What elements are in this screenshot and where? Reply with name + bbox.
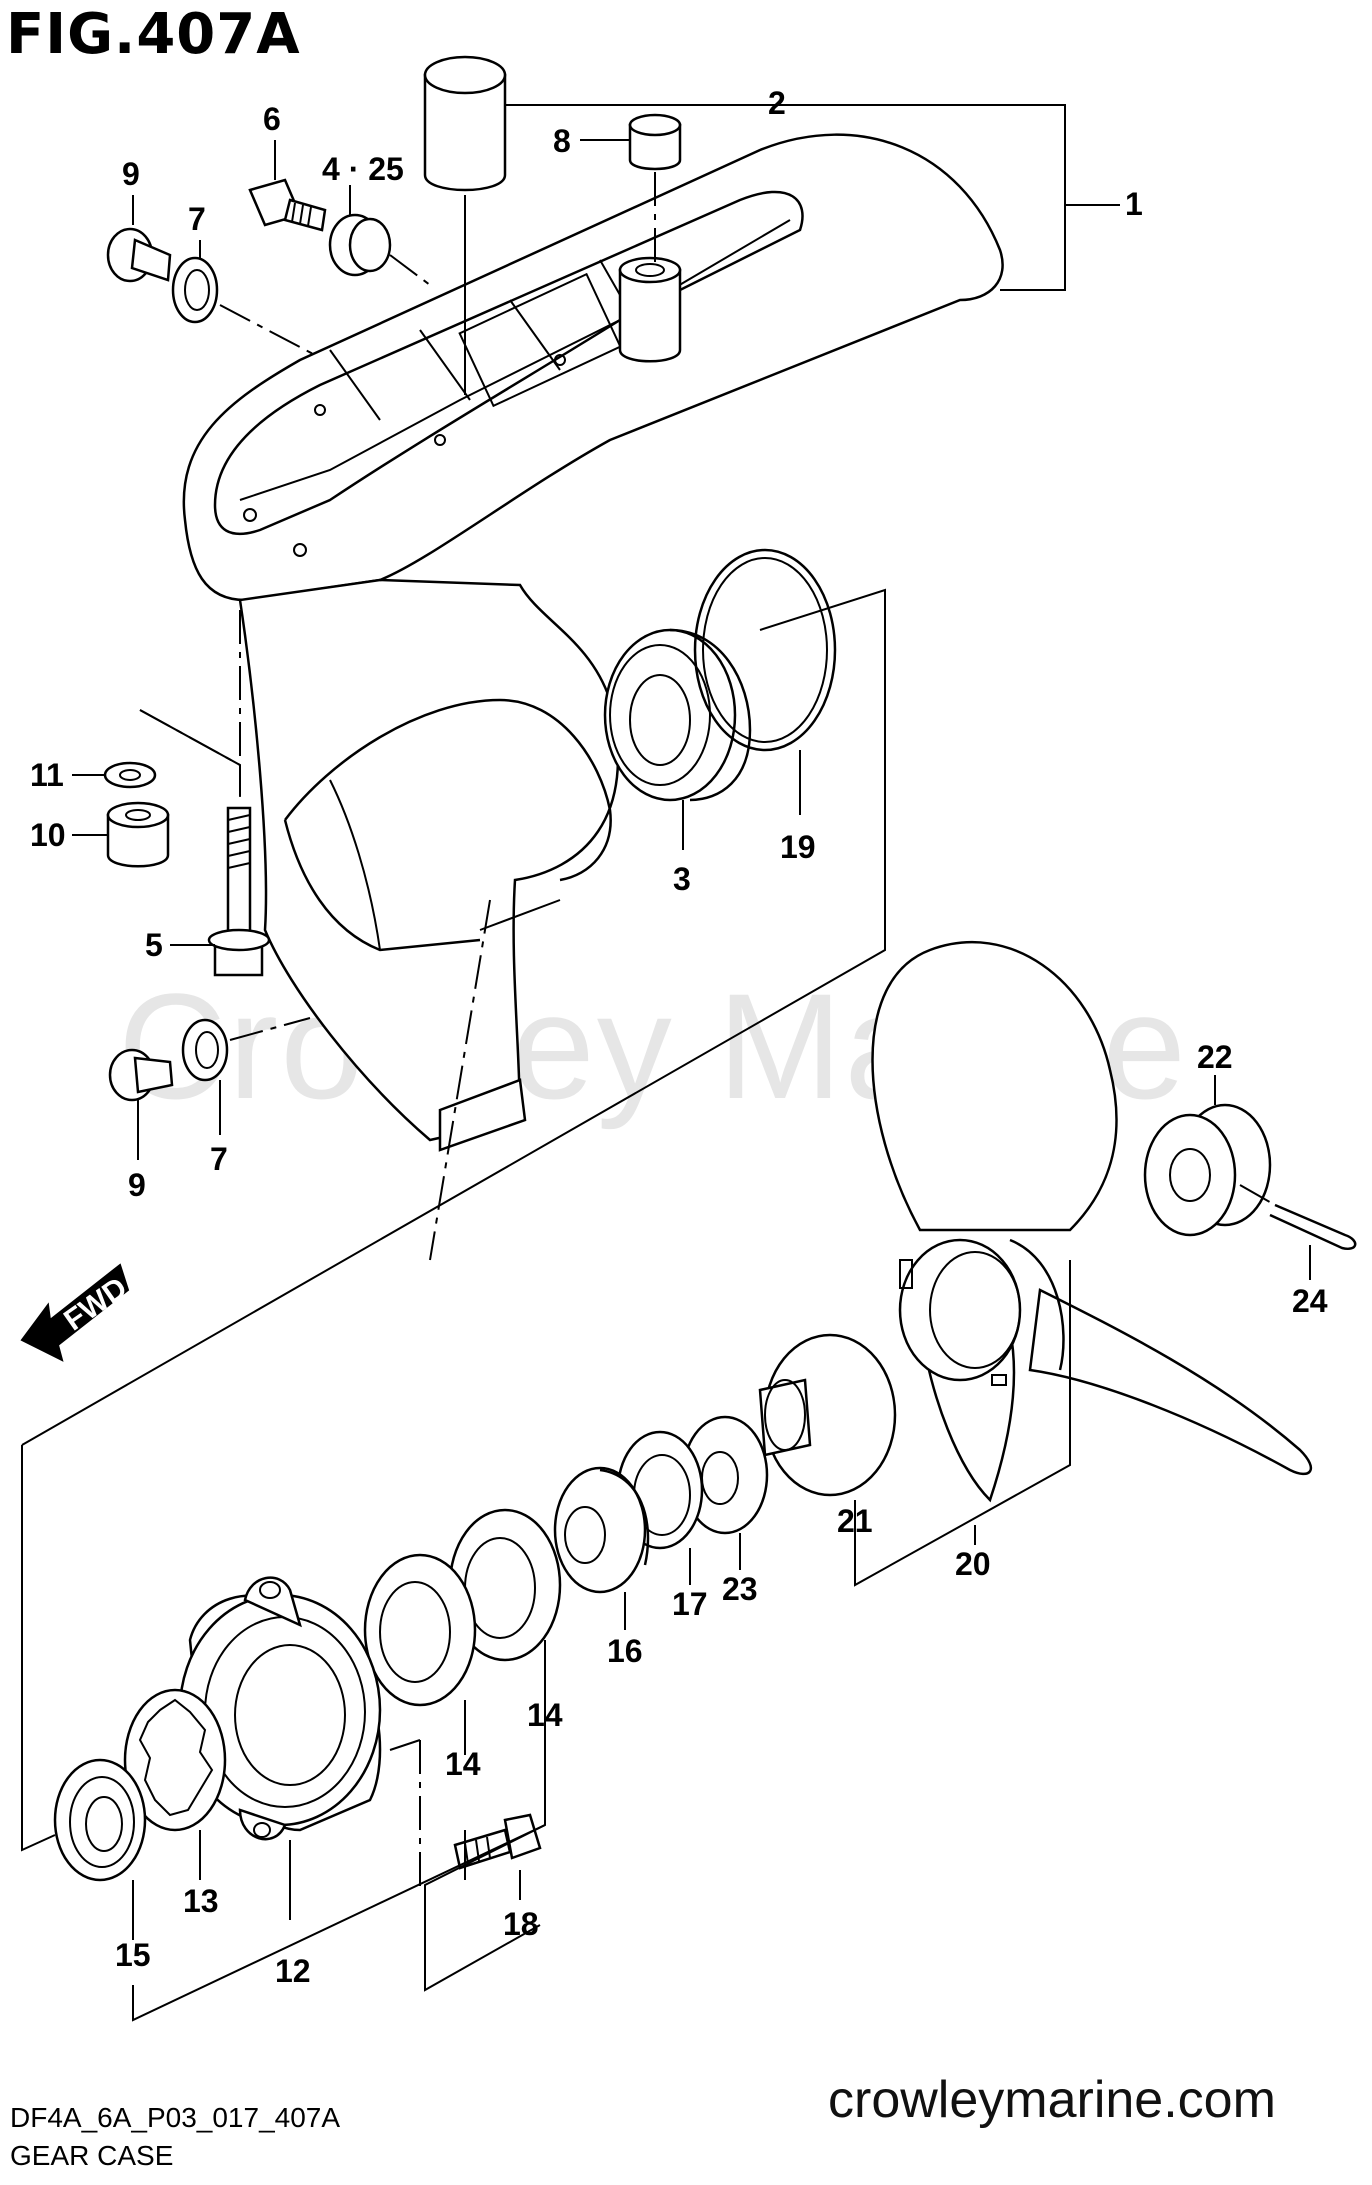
website-link[interactable]: crowleymarine.com — [828, 2071, 1276, 2129]
callout-14-right: 14 — [527, 1697, 563, 1733]
callout-18: 18 — [503, 1906, 539, 1942]
callout-4-25: 4 · 25 — [322, 151, 404, 187]
part-9-plug-upper — [106, 227, 172, 283]
figure-code: DF4A_6A_P03_017_407A — [10, 2102, 341, 2133]
callout-9-upper: 9 — [122, 156, 140, 192]
part-2-sleeve — [423, 55, 507, 395]
part-18-bolt — [453, 1813, 542, 1870]
figure-title: FIG.407A — [6, 2, 301, 67]
figure-caption: GEAR CASE — [10, 2140, 174, 2171]
part-13-lock-plate — [123, 1688, 227, 1832]
part-14-oil-seal-left — [363, 1553, 477, 1707]
callout-13: 13 — [183, 1883, 219, 1919]
callout-10: 10 — [30, 817, 66, 853]
part-10-nut — [106, 801, 170, 868]
part-16-thrust-ring — [553, 1466, 650, 1594]
callout-8: 8 — [553, 123, 571, 159]
part-7-washer-upper — [171, 256, 316, 356]
fwd-direction-arrow: FWD — [20, 1263, 133, 1362]
callout-19: 19 — [780, 829, 816, 865]
callout-1: 1 — [1125, 186, 1143, 222]
callout-24: 24 — [1292, 1283, 1328, 1319]
callout-21: 21 — [837, 1503, 873, 1539]
callout-16: 16 — [607, 1633, 643, 1669]
part-20-propeller — [871, 940, 1312, 1503]
callout-labels: 1 2 8 6 4 · 25 9 7 11 10 5 3 19 9 7 22 2… — [30, 85, 1328, 1989]
part-8-bush — [628, 113, 682, 265]
callout-9-lower: 9 — [128, 1167, 146, 1203]
callout-15: 15 — [115, 1937, 151, 1973]
part-5-stud-bolt — [139, 610, 271, 977]
part-19-o-ring — [693, 548, 837, 752]
leader-lines — [21, 104, 1311, 2022]
part-4-25-grommet — [328, 213, 431, 286]
callout-7-upper: 7 — [188, 201, 206, 237]
callout-11: 11 — [30, 757, 64, 793]
part-21-spacer — [758, 1333, 897, 1497]
callout-7-lower: 7 — [210, 1141, 228, 1177]
part-15-bearing — [53, 1758, 147, 1882]
callout-12: 12 — [275, 1953, 311, 1989]
callout-17: 17 — [672, 1586, 708, 1622]
part-7-washer-lower — [181, 1017, 311, 1082]
part-24-cotter-pin — [1239, 1184, 1357, 1251]
callout-20: 20 — [955, 1546, 991, 1582]
callout-2: 2 — [768, 85, 786, 121]
callout-6: 6 — [263, 101, 281, 137]
callout-14-left: 14 — [445, 1746, 481, 1782]
part-9-plug-lower — [108, 1048, 174, 1102]
callout-22: 22 — [1197, 1039, 1233, 1075]
gear-case-housing — [182, 133, 1004, 1152]
part-3-bearing — [603, 628, 752, 802]
part-22-nut — [1143, 1103, 1272, 1237]
part-12-bearing-housing — [178, 1576, 382, 1841]
part-6-bolt — [248, 178, 327, 232]
part-11-washer — [103, 761, 157, 789]
callout-23: 23 — [722, 1571, 758, 1607]
callout-3: 3 — [673, 861, 691, 897]
callout-5: 5 — [145, 927, 163, 963]
